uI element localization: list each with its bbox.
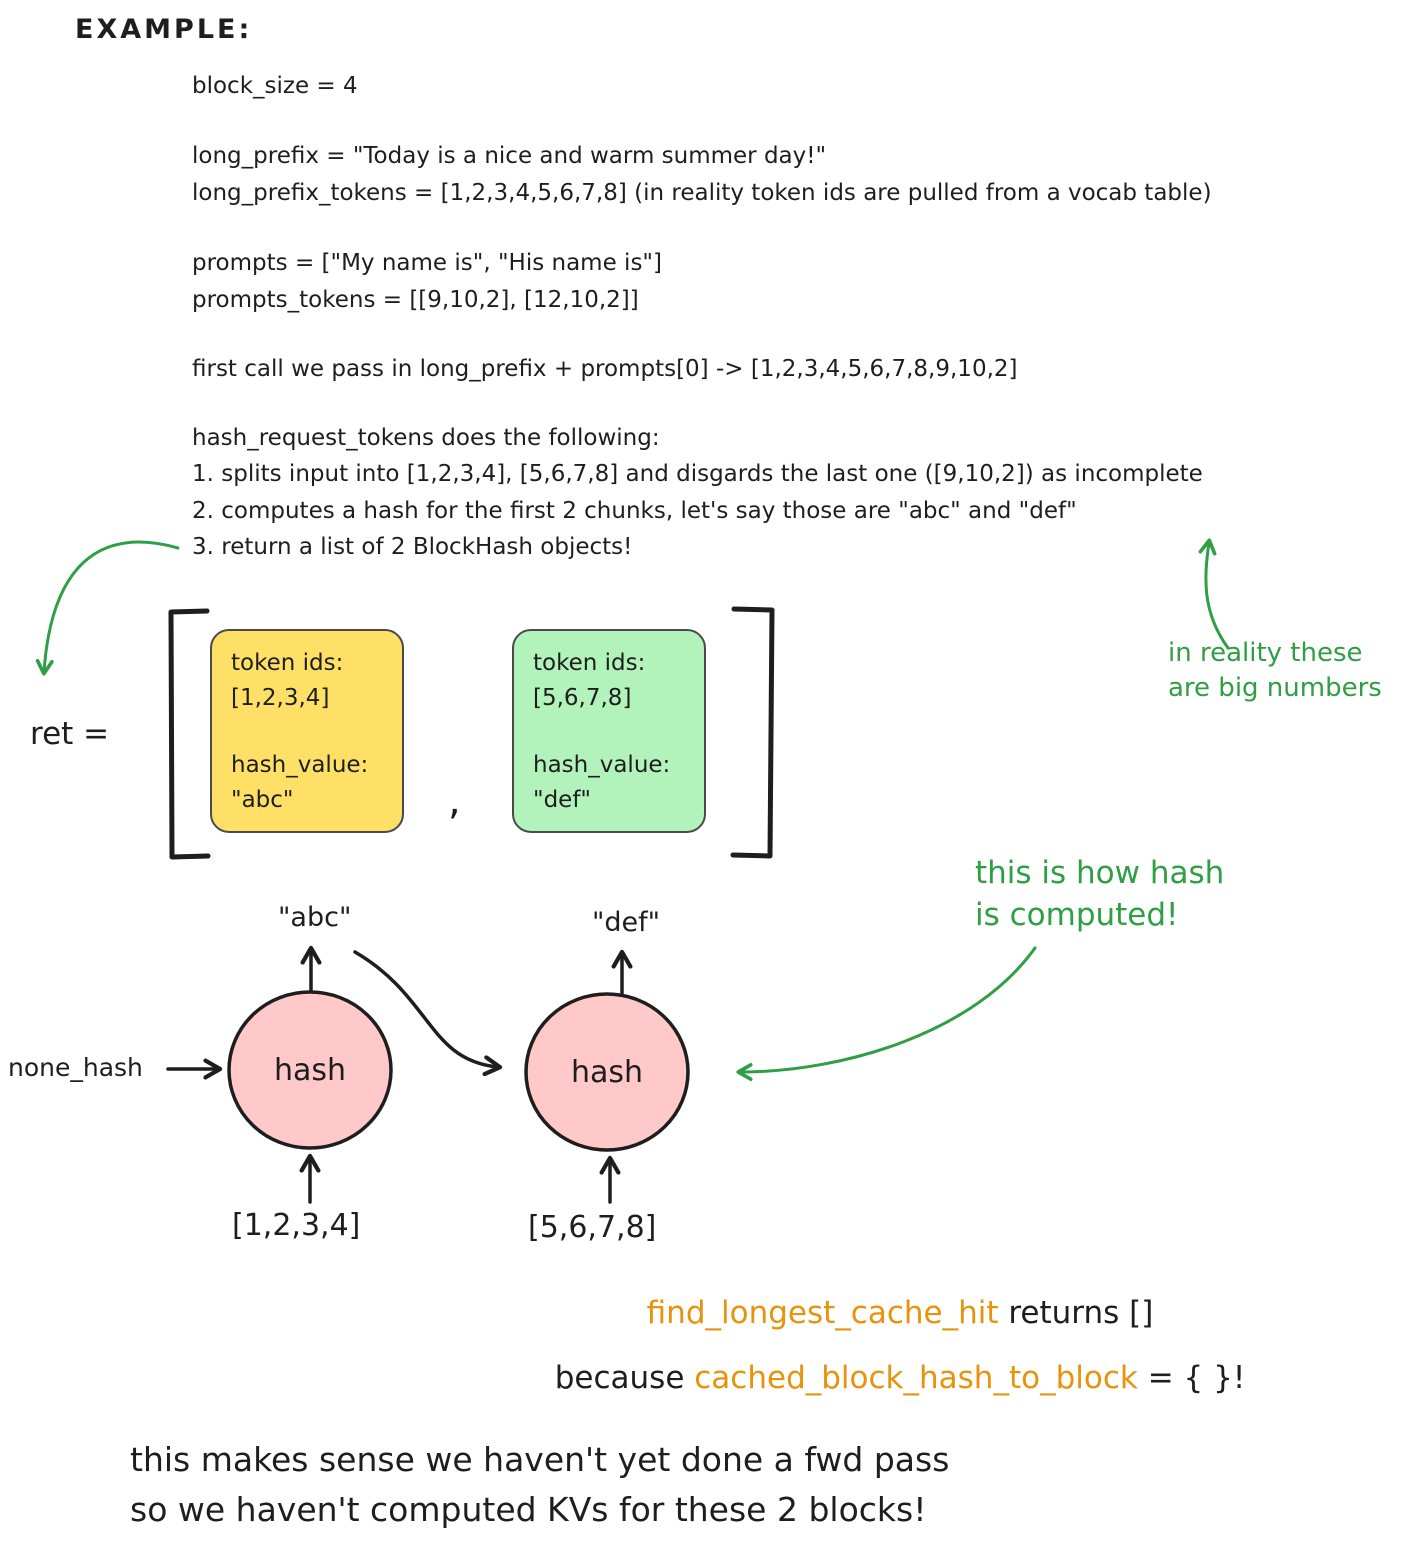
code-line-long-prefix-tokens: long_prefix_tokens = [1,2,3,4,5,6,7,8] (… — [192, 180, 1212, 206]
none-hash-label: none_hash — [8, 1053, 143, 1082]
note-how-hash-line1: this is how hash — [975, 855, 1225, 891]
cache-result-line2: because cached_block_hash_to_block = { }… — [430, 1360, 1370, 1396]
cache-because-text: because — [554, 1360, 685, 1396]
arrow-howhash-note — [736, 946, 1037, 1081]
bracket-left — [168, 608, 211, 860]
bracket-right — [730, 606, 775, 859]
hash-node-1 — [227, 990, 393, 1150]
example-heading: EXAMPLE: — [75, 14, 253, 45]
footer-line2: so we haven't computed KVs for these 2 b… — [130, 1490, 927, 1529]
block2-token-ids-label: token ids: — [533, 650, 646, 676]
note-how-hash: this is how hash is computed! — [975, 852, 1224, 936]
blockhash-box-1 — [210, 629, 404, 833]
code-line-step-2: 2. computes a hash for the first 2 chunk… — [192, 498, 1077, 524]
block1-hash-value: "abc" — [231, 787, 294, 813]
block-list-separator: , — [448, 778, 461, 824]
block2-hash-label: hash_value: — [533, 752, 671, 778]
hash-node-1-label: hash — [273, 1053, 347, 1088]
code-line-step-3: 3. return a list of 2 BlockHash objects! — [192, 534, 633, 560]
hash-node-2 — [524, 992, 690, 1152]
arrow-bignumbers-note — [1198, 538, 1230, 650]
arrow-step3-to-ret — [35, 540, 180, 676]
hash-input-2: [5,6,7,8] — [528, 1210, 657, 1245]
hash-output-def: "def" — [592, 907, 661, 938]
footer-line1: this makes sense we haven't yet done a f… — [130, 1440, 950, 1479]
block2-hash-value: "def" — [533, 787, 592, 813]
arrow-abc-to-hash2 — [353, 950, 503, 1077]
hash-output-abc: "abc" — [278, 902, 352, 933]
block1-token-ids-label: token ids: — [231, 650, 344, 676]
hash-node-2-label: hash — [570, 1055, 644, 1090]
code-line-step-1: 1. splits input into [1,2,3,4], [5,6,7,8… — [192, 461, 1203, 487]
cache-result-line1: find_longest_cache_hit returns [] — [430, 1295, 1370, 1331]
cache-fn-name: find_longest_cache_hit — [646, 1295, 999, 1331]
block1-token-ids: [1,2,3,4] — [231, 685, 330, 711]
block1-hash-label: hash_value: — [231, 752, 369, 778]
ret-label: ret = — [30, 716, 110, 752]
code-line-hash-intro: hash_request_tokens does the following: — [192, 425, 660, 451]
cache-returns-text: returns [] — [1008, 1295, 1154, 1331]
hash-input-1: [1,2,3,4] — [232, 1208, 361, 1243]
cache-equals-text: = { }! — [1147, 1360, 1246, 1396]
cache-map-name: cached_block_hash_to_block — [694, 1360, 1138, 1396]
code-line-long-prefix: long_prefix = "Today is a nice and warm … — [192, 143, 827, 169]
note-big-numbers-line1: in reality these — [1168, 638, 1363, 668]
code-line-prompts: prompts = ["My name is", "His name is"] — [192, 250, 662, 276]
code-line-block-size: block_size = 4 — [192, 73, 358, 99]
note-big-numbers: in reality these are big numbers — [1168, 636, 1382, 706]
code-line-first-call: first call we pass in long_prefix + prom… — [192, 356, 1018, 382]
code-line-prompts-tokens: prompts_tokens = [[9,10,2], [12,10,2]] — [192, 287, 639, 313]
note-how-hash-line2: is computed! — [975, 897, 1179, 933]
note-big-numbers-line2: are big numbers — [1168, 673, 1382, 703]
blockhash-box-2 — [512, 629, 706, 833]
block2-token-ids: [5,6,7,8] — [533, 685, 632, 711]
